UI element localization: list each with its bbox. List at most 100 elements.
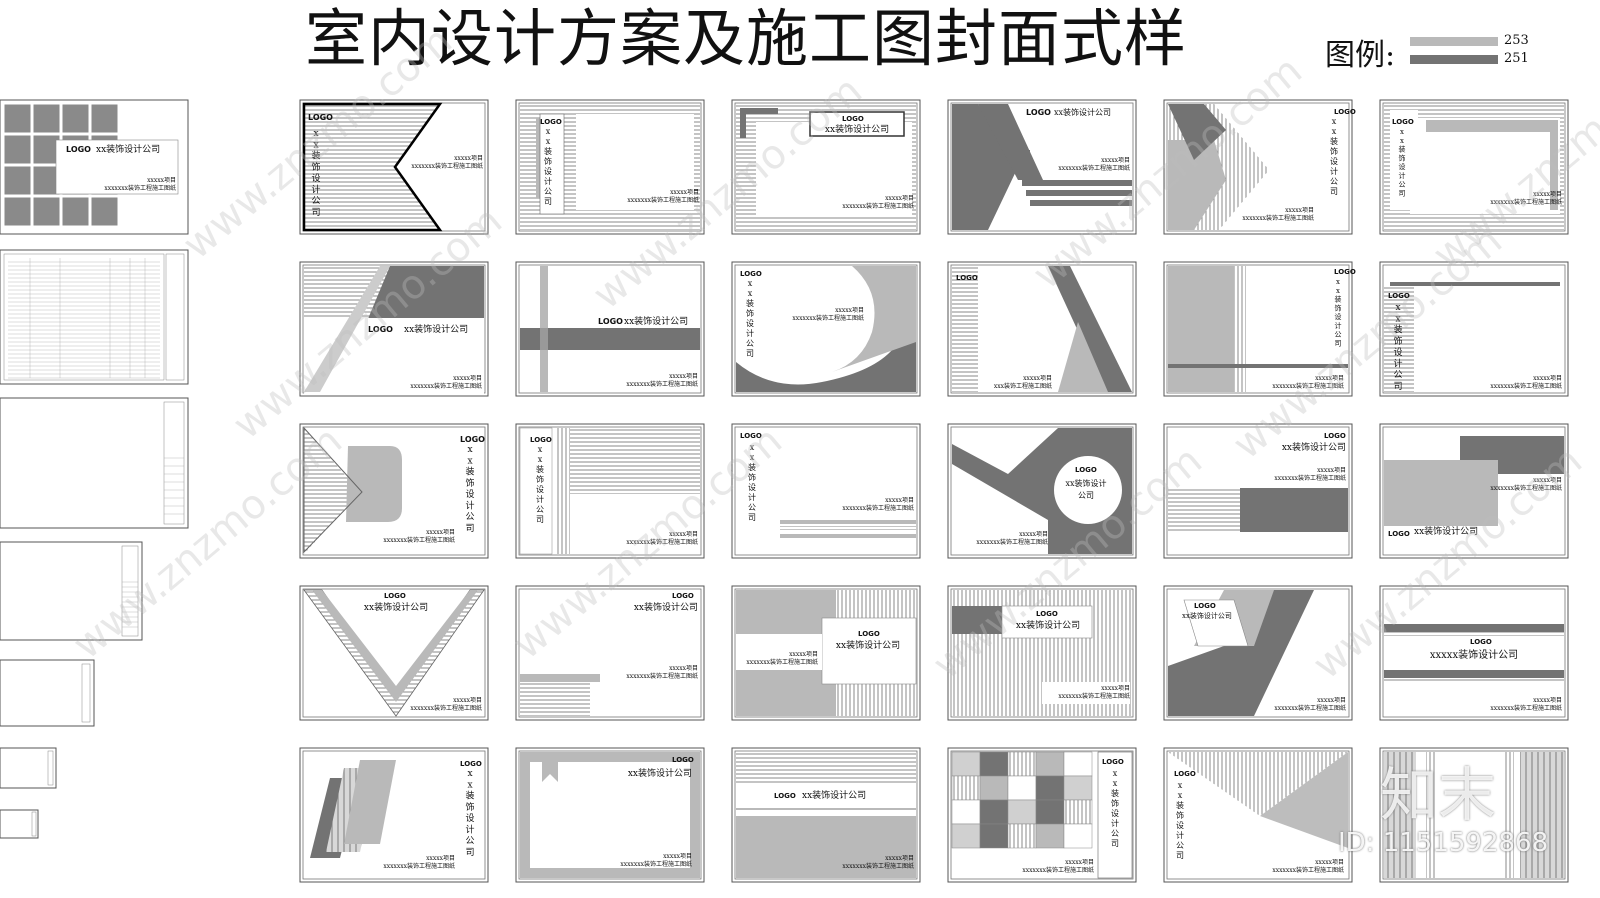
vertical-company-char: 公 [536, 505, 544, 514]
vertical-company-char: 饰 [544, 156, 552, 166]
vertical-company-char: 司 [1330, 187, 1338, 196]
shape [952, 266, 978, 392]
vertical-company-char: x [748, 279, 753, 288]
vertical-company-char: 饰 [1111, 798, 1119, 808]
shape [1007, 799, 1037, 825]
company-text: 公司 [1078, 491, 1094, 500]
vertical-company-char: 设 [311, 173, 320, 184]
vertical-company-char: x [1395, 314, 1400, 324]
shape [821, 617, 917, 685]
shape [556, 428, 700, 494]
shape [1384, 286, 1414, 392]
vertical-company-char: x [750, 443, 755, 452]
project-text: xxxxx项目 [1065, 859, 1094, 866]
vertical-company-char: x [1400, 137, 1404, 145]
shape [740, 108, 778, 114]
project-text: xxxxx项目 [670, 189, 699, 196]
shape [1048, 266, 1132, 392]
shape [1168, 364, 1348, 368]
logo-text: LOGO [858, 630, 880, 638]
company-text: xx装饰设计公司 [628, 767, 692, 779]
company-text: xx装饰设计公司 [825, 123, 889, 135]
company-text: xxxxx装饰设计公司 [1430, 648, 1518, 661]
shape [1384, 670, 1564, 678]
shape [734, 426, 918, 556]
left-sheet-index-table [0, 249, 189, 385]
project-text: xxxxx项目 [885, 497, 914, 504]
shape [0, 747, 57, 789]
drawing-text: xxxxxxx装饰工程施工图纸 [976, 538, 1048, 546]
drawing-text: xxxxxxx装饰工程施工图纸 [1490, 484, 1562, 492]
shape [0, 809, 39, 839]
logo-text: LOGO [1194, 602, 1216, 610]
vertical-company-char: 公 [1176, 841, 1184, 850]
vertical-company-char: x [1332, 127, 1337, 136]
vertical-company-char: 司 [465, 847, 474, 858]
shape [951, 751, 981, 777]
shape [518, 588, 702, 718]
vertical-company-char: 公 [311, 196, 320, 207]
shape [81, 663, 91, 723]
drawing-text: xxxxxxx装饰工程施工图纸 [383, 536, 455, 544]
company-text: xx装饰设计公司 [1182, 611, 1232, 620]
vertical-company-char: 设 [1393, 347, 1402, 358]
shape [780, 534, 916, 538]
shape [736, 332, 916, 392]
vertical-company-char: 设 [748, 482, 756, 492]
shape [1390, 282, 1560, 286]
brand-watermark: 知末 [1380, 761, 1497, 829]
vertical-company-char: 设 [465, 489, 474, 500]
shape [1007, 751, 1037, 777]
project-text: xxxxx项目 [1101, 157, 1130, 164]
vertical-company-char: 装 [1399, 145, 1406, 154]
shape [121, 545, 139, 637]
vertical-company-char: 饰 [746, 308, 754, 318]
company-text: xx装饰设计公司 [624, 315, 688, 327]
shape [303, 426, 363, 554]
project-text: xxxxx项目 [1533, 375, 1562, 382]
shape [302, 588, 486, 718]
project-text: xxxxx项目 [885, 195, 914, 202]
shape [1166, 102, 1350, 232]
project-text: xxxxx项目 [1317, 697, 1346, 704]
logo-text: LOGO [598, 317, 623, 326]
vertical-company-char: 计 [1111, 818, 1119, 828]
shape [31, 811, 37, 837]
shape [736, 634, 822, 670]
vertical-company-char: 司 [746, 349, 754, 358]
shape [3, 253, 165, 381]
shape [518, 102, 702, 232]
shape [952, 464, 1048, 554]
vertical-company-char: x [1400, 128, 1404, 136]
shape [1168, 104, 1226, 160]
shape [1384, 624, 1564, 632]
vertical-company-char: 装 [311, 150, 320, 162]
shape [1035, 799, 1065, 825]
vertical-company-char: 饰 [465, 477, 474, 489]
shape [165, 253, 185, 381]
vertical-company-char: x [467, 780, 472, 790]
vertical-company-char: 司 [1399, 189, 1406, 197]
project-text: xxxxx项目 [453, 375, 482, 382]
shape [950, 264, 1134, 394]
shape [1058, 322, 1108, 392]
shape [1166, 588, 1350, 718]
logo-text: LOGO [1334, 108, 1356, 116]
project-text: xxxxx项目 [1101, 685, 1130, 692]
vertical-company-char: 饰 [536, 474, 544, 484]
left-sheet-frame-a4 [0, 541, 143, 641]
vertical-company-char: 计 [465, 823, 474, 835]
vertical-company-char: 公 [1330, 177, 1338, 186]
drawing-text: xxxxxxx装饰工程施工图纸 [410, 382, 482, 390]
project-text: xxxxx项目 [453, 697, 482, 704]
vertical-company-char: 饰 [1176, 810, 1184, 820]
